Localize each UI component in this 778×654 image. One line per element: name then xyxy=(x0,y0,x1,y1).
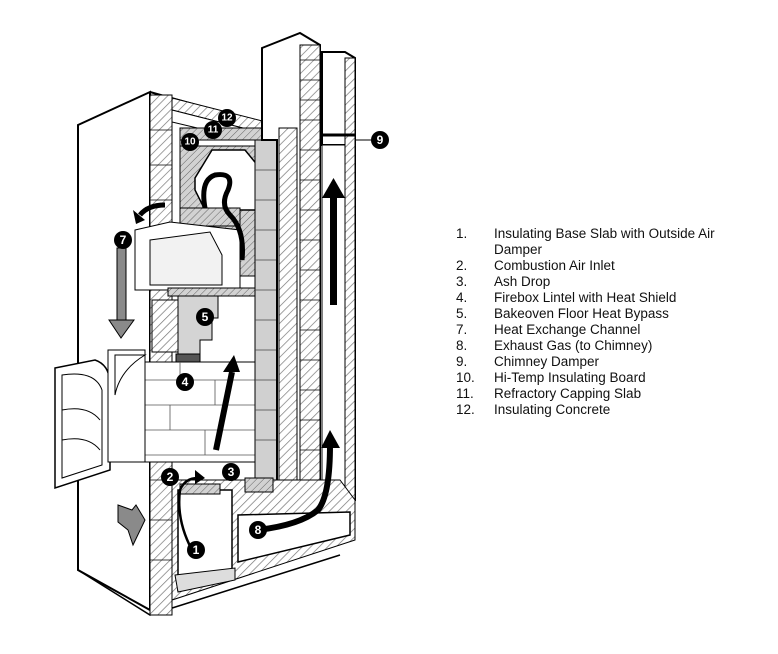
legend-item: 11. Refractory Capping Slab xyxy=(456,386,766,402)
firebox-door xyxy=(54,349,147,490)
exhaust-arrow xyxy=(257,444,333,533)
masonry-heater-diagram: 1 2 3 4 5 7 8 9 10 11 12 xyxy=(54,31,389,616)
svg-text:10: 10 xyxy=(184,137,196,148)
legend-label: Firebox Lintel with Heat Shield xyxy=(494,290,677,305)
legend-item: 8. Exhaust Gas (to Chimney) xyxy=(456,338,766,354)
legend-label: Bakeoven Floor Heat Bypass xyxy=(494,306,669,321)
legend-item: 1. Insulating Base Slab with Outside Air … xyxy=(456,226,766,258)
legend-item: 12. Insulating Concrete xyxy=(456,402,766,418)
callout-2: 2 xyxy=(161,468,179,486)
legend-label: Heat Exchange Channel xyxy=(494,322,641,337)
legend-item: 10. Hi-Temp Insulating Board xyxy=(456,370,766,386)
callout-12: 12 xyxy=(218,109,236,127)
legend-label: Insulating Concrete xyxy=(494,402,611,417)
legend-label: Ash Drop xyxy=(494,274,551,289)
callout-10: 10 xyxy=(181,133,199,151)
combustion-air-arrow xyxy=(178,476,199,551)
legend-item: 7. Heat Exchange Channel xyxy=(456,322,766,338)
outside-air-arrow xyxy=(117,504,146,547)
callout-1: 1 xyxy=(187,541,205,559)
left-brick-wall xyxy=(149,94,173,616)
svg-text:3: 3 xyxy=(228,465,235,479)
svg-text:4: 4 xyxy=(182,375,189,389)
legend-item: 5. Bakeoven Floor Heat Bypass xyxy=(456,306,766,322)
legend-number: 11. xyxy=(456,386,474,401)
curl-arrow-left xyxy=(138,202,166,217)
callout-3: 3 xyxy=(222,463,240,481)
legend-number: 5. xyxy=(456,306,468,321)
firebox-rise-arrow xyxy=(213,371,235,451)
upper-firebox-box xyxy=(134,221,257,297)
legend-number: 7. xyxy=(456,322,468,337)
legend-label: Chimney Damper xyxy=(494,354,600,369)
firebox-chamber xyxy=(144,361,256,463)
svg-text:9: 9 xyxy=(377,133,384,147)
callout-11: 11 xyxy=(204,121,222,139)
legend-number: 10. xyxy=(456,370,475,385)
legend-number: 2. xyxy=(456,258,468,273)
legend-number: 4. xyxy=(456,290,468,305)
callout-4: 4 xyxy=(176,373,194,391)
legend-item: 9. Chimney Damper xyxy=(456,354,766,370)
base-slab xyxy=(171,477,356,601)
legend-item: 4. Firebox Lintel with Heat Shield xyxy=(456,290,766,306)
legend-item: 3. Ash Drop xyxy=(456,274,766,290)
oven-swirl-arrow xyxy=(201,172,245,261)
svg-text:1: 1 xyxy=(193,543,200,557)
chimney-up-arrow xyxy=(330,195,337,305)
inner-refractory-column xyxy=(254,139,278,486)
legend: 1. Insulating Base Slab with Outside Air … xyxy=(456,226,766,418)
callout-5: 5 xyxy=(196,308,214,326)
legend-number: 9. xyxy=(456,354,468,369)
legend-label: Combustion Air Inlet xyxy=(494,258,615,273)
svg-text:11: 11 xyxy=(208,125,219,136)
svg-text:2: 2 xyxy=(167,470,174,484)
callout-7: 7 xyxy=(114,231,132,249)
legend-number: 3. xyxy=(456,274,468,289)
svg-text:5: 5 xyxy=(202,310,209,324)
legend-label: Refractory Capping Slab xyxy=(494,386,642,401)
svg-text:8: 8 xyxy=(255,523,262,537)
chimney-flue-right xyxy=(320,51,372,501)
svg-text:12: 12 xyxy=(221,113,233,124)
callout-8: 8 xyxy=(249,521,267,539)
legend-label: Exhaust Gas (to Chimney) xyxy=(494,338,653,353)
legend-number: 8. xyxy=(456,338,468,353)
svg-text:7: 7 xyxy=(120,233,127,247)
legend-label: Hi-Temp Insulating Board xyxy=(494,370,646,385)
callout-9: 9 xyxy=(371,131,389,149)
legend-label: Insulating Base Slab with Outside Air Da… xyxy=(494,226,715,257)
legend-number: 12. xyxy=(456,402,475,417)
legend-item: 2. Combustion Air Inlet xyxy=(456,258,766,274)
flow-arrows xyxy=(108,172,345,551)
legend-number: 1. xyxy=(456,226,468,241)
